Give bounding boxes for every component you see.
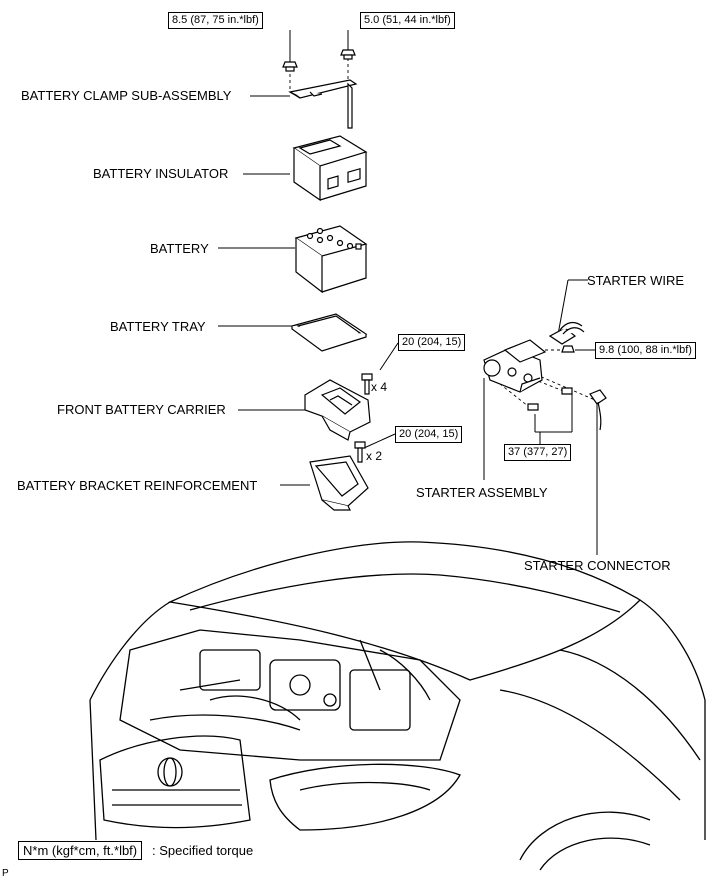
label-battery: BATTERY bbox=[150, 241, 209, 256]
qty-carrier-bolts: x 4 bbox=[371, 380, 388, 394]
torque-box-clamp-nut-right: 5.0 (51, 44 in.*lbf) bbox=[360, 12, 455, 29]
qty-reinforcement-bolts: x 2 bbox=[366, 449, 383, 463]
battery-bracket-reinforcement-drawing bbox=[309, 455, 369, 511]
torque-box-reinforcement-bolt: 20 (204, 15) bbox=[395, 426, 463, 443]
clamp-nut-left-icon bbox=[282, 61, 298, 72]
starter-wire-drawing bbox=[548, 321, 585, 345]
legend-description: : Specified torque bbox=[152, 843, 254, 858]
battery-clamp-drawing bbox=[288, 79, 358, 129]
leader-lines bbox=[218, 30, 598, 555]
torque-box-starter-wire-nut: 9.8 (100, 88 in.*lbf) bbox=[595, 342, 696, 359]
label-battery-bracket-reinforcement: BATTERY BRACKET REINFORCEMENT bbox=[17, 478, 258, 493]
reinforcement-bolt-icon bbox=[354, 441, 366, 463]
starter-bolt-icon bbox=[527, 387, 573, 411]
label-battery-clamp: BATTERY CLAMP SUB-ASSEMBLY bbox=[21, 88, 232, 103]
torque-box-starter-bolt: 37 (377, 27) bbox=[504, 444, 572, 461]
vehicle-drawing bbox=[89, 541, 706, 871]
starter-connector-drawing bbox=[589, 389, 607, 431]
carrier-bolt-icon bbox=[361, 373, 373, 395]
label-starter-wire: STARTER WIRE bbox=[587, 273, 685, 288]
label-starter-connector: STARTER CONNECTOR bbox=[524, 558, 671, 573]
torque-box-clamp-nut-left: 8.5 (87, 75 in.*lbf) bbox=[168, 12, 263, 29]
label-battery-insulator: BATTERY INSULATOR bbox=[93, 166, 229, 181]
label-starter-assembly: STARTER ASSEMBLY bbox=[416, 485, 548, 500]
battery-tray-drawing bbox=[290, 313, 368, 352]
legend-unit-box: N*m (kgf*cm, ft.*lbf) bbox=[18, 841, 143, 860]
battery-insulator-drawing bbox=[292, 135, 368, 202]
starter-wire-nut-icon bbox=[561, 345, 575, 353]
starter-assembly-drawing bbox=[483, 339, 547, 393]
toyota-emblem-icon bbox=[157, 757, 183, 787]
torque-box-carrier-bolt: 20 (204, 15) bbox=[398, 334, 466, 351]
clamp-nut-right-icon bbox=[340, 49, 356, 60]
corner-code: P bbox=[2, 868, 9, 879]
battery-drawing bbox=[294, 225, 368, 294]
label-front-battery-carrier: FRONT BATTERY CARRIER bbox=[57, 402, 226, 417]
label-battery-tray: BATTERY TRAY bbox=[110, 319, 206, 334]
front-battery-carrier-drawing bbox=[304, 379, 371, 441]
